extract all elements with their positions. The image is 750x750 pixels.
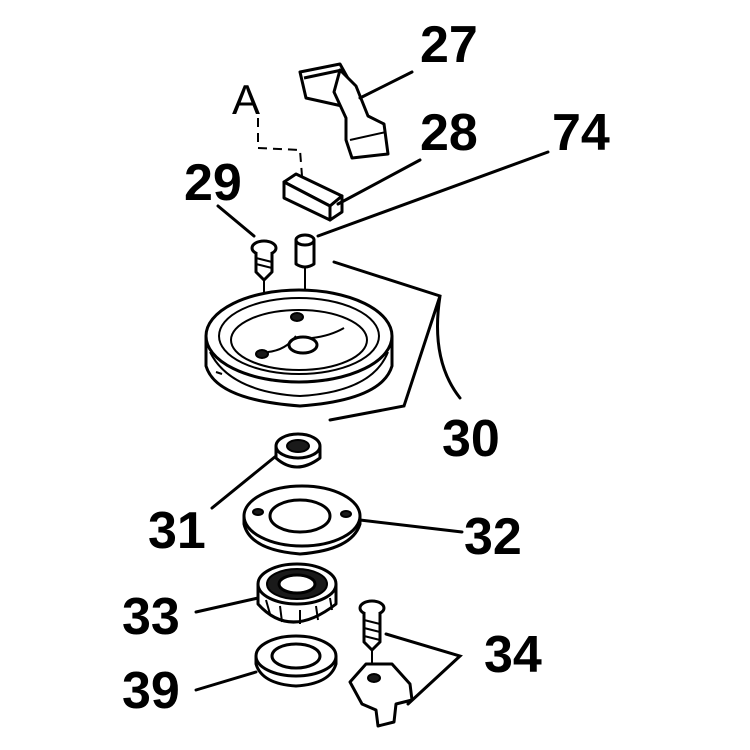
leader-33 <box>194 596 260 614</box>
reference-dashed-line <box>257 118 303 177</box>
part-34-bolt-bracket <box>348 599 414 728</box>
leader-29 <box>216 204 256 238</box>
part-32-ring-plate <box>242 484 362 556</box>
callout-34: 34 <box>484 626 542 684</box>
part-29-screw <box>250 239 278 282</box>
part-28-block <box>282 172 344 222</box>
callout-30: 30 <box>442 410 500 468</box>
leader-28 <box>336 158 422 206</box>
part-33-large-bearing <box>256 562 338 624</box>
leader-32 <box>358 518 464 534</box>
part-74-pin <box>294 233 316 269</box>
reference-letter-a: A <box>232 76 260 123</box>
callout-74: 74 <box>552 104 610 162</box>
callout-27: 27 <box>420 16 478 74</box>
leader-27 <box>358 70 414 100</box>
leader-34 <box>384 632 463 706</box>
part-27-handle <box>298 62 390 160</box>
leader-39 <box>194 670 258 692</box>
part-39-washer <box>254 634 338 688</box>
callout-39: 39 <box>122 662 180 720</box>
leader-74 <box>316 150 550 238</box>
leader-31 <box>210 454 278 510</box>
callout-29: 29 <box>184 154 242 212</box>
callout-32: 32 <box>464 508 522 566</box>
leader-30 <box>328 260 462 422</box>
part-31-small-bearing <box>274 432 322 469</box>
callout-28: 28 <box>420 104 478 162</box>
callout-31: 31 <box>148 502 206 560</box>
callout-33: 33 <box>122 588 180 646</box>
part-30-pulley <box>204 288 394 408</box>
